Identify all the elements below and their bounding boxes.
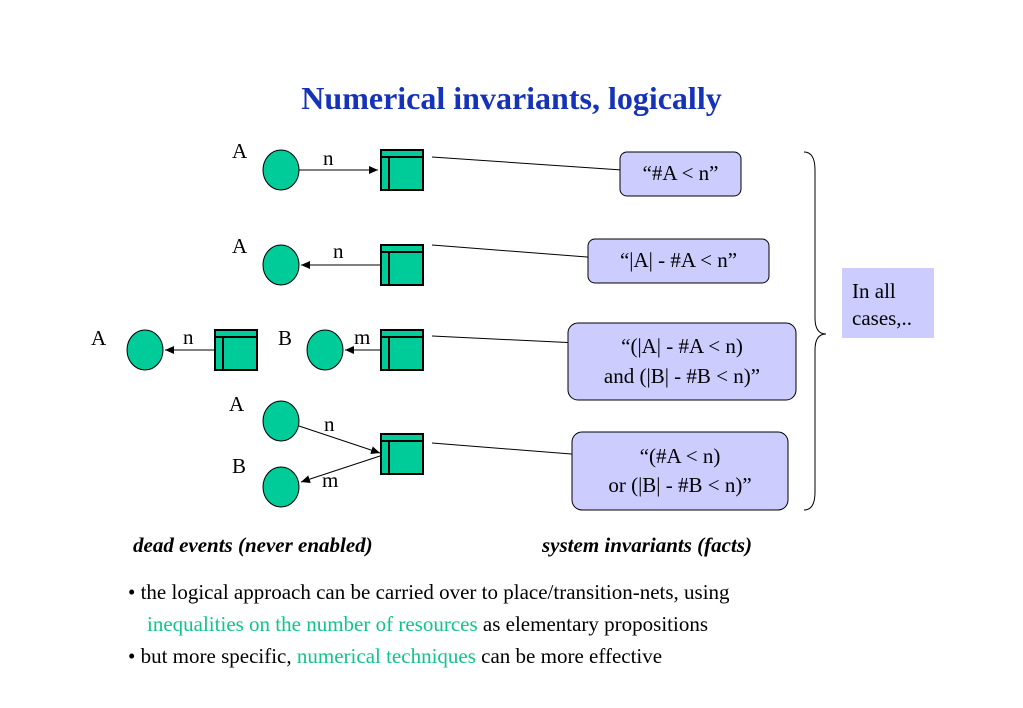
summary-box: In all cases,.. [842, 268, 934, 338]
right-brace [803, 151, 827, 511]
formula-row1: “#A < n” [642, 161, 719, 186]
callout-text-row2: “|A| - #A < n” [588, 239, 769, 283]
bullet-1-highlight: inequalities on the number of resources [147, 612, 478, 636]
callout-text-row4: “(#A < n) or (|B| - #B < n)” [572, 432, 788, 510]
bullet-item-1-cont: inequalities on the number of resources … [128, 608, 988, 640]
callout-box-row2 [587, 238, 770, 284]
place-label-a-row2: A [232, 234, 248, 258]
place-label-b-row3: B [278, 326, 293, 350]
formula-row4-line2: or (|B| - #B < n)” [608, 473, 752, 497]
caption-system-invariants: system invariants (facts) [542, 533, 752, 557]
place-b-row4 [262, 466, 300, 508]
transition-a-row3 [214, 329, 258, 371]
place-a-row3 [126, 329, 164, 371]
callout-box-row1 [619, 151, 742, 197]
arc-b-row4 [300, 455, 381, 483]
callout-pointers [431, 156, 623, 456]
summary-line1: In all [852, 279, 896, 303]
bullet-2-text: • but more specific, [128, 644, 297, 668]
place-a-row1 [262, 149, 300, 191]
callout-text-row3: “(|A| - #A < n) and (|B| - #B < n)” [568, 323, 796, 400]
place-label-a-row1: A [232, 139, 248, 163]
place-a-row2 [262, 244, 300, 286]
arc-label-row1: n [323, 146, 334, 170]
place-label-a-row3: A [91, 326, 107, 350]
arc-a-row4 [298, 425, 381, 454]
caption-dead-events: dead events (never enabled) [133, 533, 373, 557]
arc-label-row2: n [333, 239, 344, 263]
formula-row3-line2: and (|B| - #B < n)” [603, 363, 761, 388]
bullet-2-highlight: numerical techniques [296, 644, 476, 668]
arc-label-b-row4: m [322, 468, 339, 492]
callout-box-row3 [567, 322, 797, 401]
transition-row4 [380, 433, 424, 475]
callout-box-row4 [571, 431, 789, 511]
page-title: Numerical invariants, logically [301, 80, 722, 116]
place-a-row4 [262, 400, 300, 442]
transition-row1 [380, 149, 424, 191]
formula-row3-line1: “(|A| - #A < n) [621, 334, 743, 359]
transition-b-row3 [380, 329, 424, 371]
formula-row4-line1: “(#A < n) [639, 443, 721, 468]
bullet-item-1: • the logical approach can be carried ov… [128, 576, 988, 608]
place-label-a-row4: A [229, 392, 245, 416]
bullet-list: • the logical approach can be carried ov… [128, 576, 988, 672]
bullet-2-text-end: can be more effective [475, 644, 663, 668]
formula-row2: “|A| - #A < n” [619, 248, 738, 273]
summary-line2: cases,.. [852, 306, 913, 331]
arc-label-b-row3: m [354, 325, 371, 349]
transition-row2 [380, 244, 424, 286]
arc-label-a-row3: n [183, 325, 194, 349]
place-label-b-row4: B [232, 454, 247, 478]
bullet-1-text-end: as elementary propositions [477, 612, 709, 636]
arc-label-a-row4: n [324, 412, 335, 436]
bullet-1-text: • the logical approach can be carried ov… [128, 580, 730, 604]
callout-text-row1: “#A < n” [620, 152, 741, 196]
place-b-row3 [306, 329, 344, 371]
bullet-item-2: • but more specific, numerical technique… [128, 640, 988, 672]
